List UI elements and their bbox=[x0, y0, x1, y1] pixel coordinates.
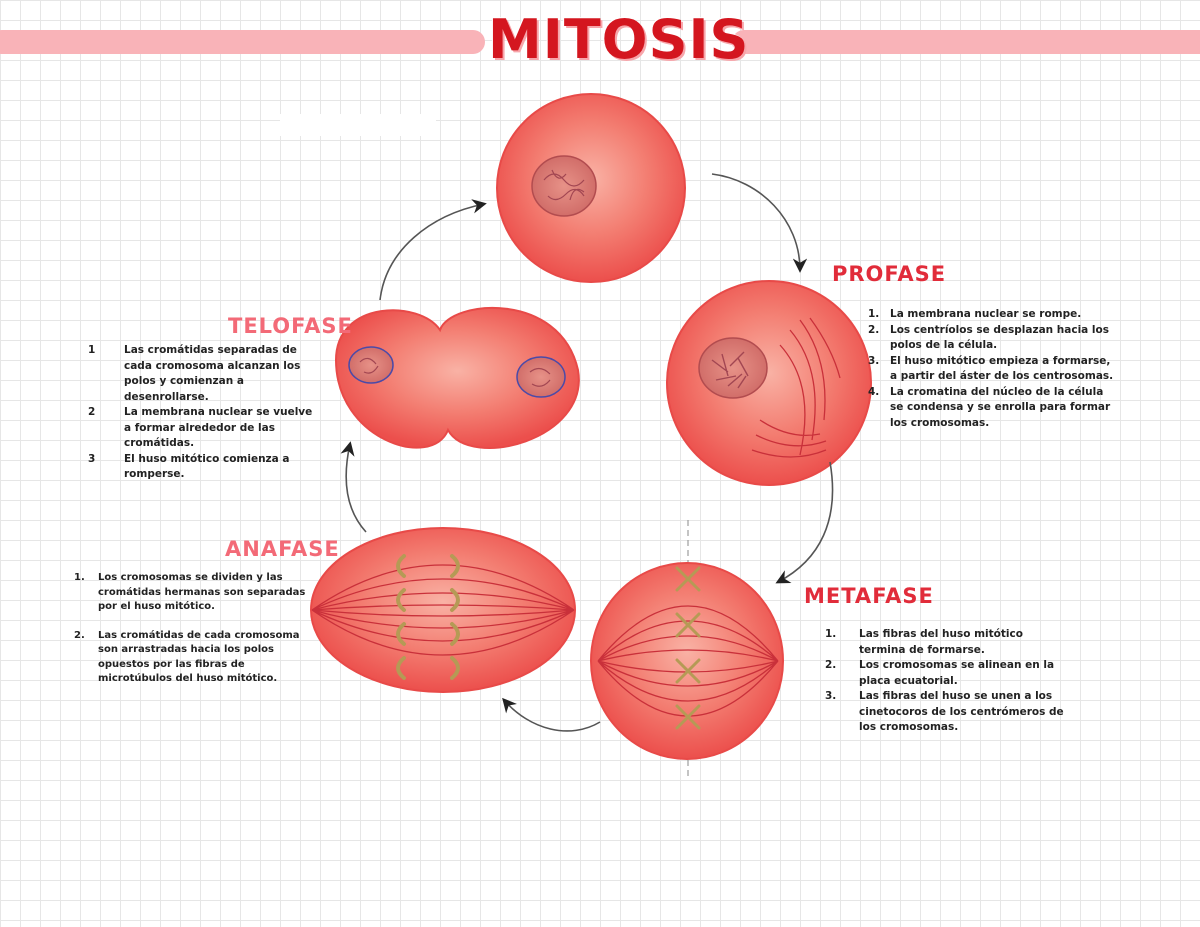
list-item: 4.La cromatina del núcleo de la célula s… bbox=[868, 385, 1111, 429]
label-telofase: TELOFASE bbox=[228, 314, 353, 338]
list-item: 3.El huso mitótico empieza a formarse, a… bbox=[868, 354, 1114, 383]
metafase-cell bbox=[590, 520, 784, 780]
label-metafase: METAFASE bbox=[804, 584, 934, 608]
list-item: 2.Los centríolos se desplazan hacia los … bbox=[868, 323, 1109, 352]
chromosomes bbox=[711, 351, 749, 389]
title-decoration-right bbox=[732, 30, 1200, 54]
page-title: MITOSIS bbox=[488, 8, 750, 71]
arrow-to-profase bbox=[711, 173, 808, 273]
blank-label-box bbox=[280, 114, 436, 136]
list-item: 2.Las cromátidas de cada cromosoma son a… bbox=[74, 629, 300, 685]
anafase-cell bbox=[310, 527, 576, 693]
nucleus bbox=[698, 337, 768, 399]
list-item: 3.Las fibras del huso se unen a los cine… bbox=[825, 690, 1064, 733]
arrow-to-telofase bbox=[340, 441, 367, 533]
metafase-notes: 1.Las fibras del huso mitótico termina d… bbox=[825, 627, 1065, 736]
daughter-nucleus-left bbox=[348, 346, 394, 384]
list-item: 1.Los cromosomas se dividen y las cromát… bbox=[74, 572, 306, 612]
title-decoration-left bbox=[0, 30, 485, 54]
list-item: 1.Las fibras del huso mitótico termina d… bbox=[825, 628, 1023, 656]
nucleus bbox=[531, 155, 597, 217]
telofase-cell bbox=[334, 307, 580, 449]
daughter-nucleus-right bbox=[516, 356, 566, 398]
arrow-to-interphase bbox=[379, 199, 487, 301]
interphase-cell bbox=[496, 93, 686, 283]
label-anafase: ANAFASE bbox=[225, 537, 340, 561]
chromatin bbox=[543, 169, 585, 201]
aligned-chromosomes bbox=[675, 566, 701, 730]
list-item: 1.La membrana nuclear se rompe. bbox=[868, 308, 1082, 320]
spindle-fibers bbox=[311, 564, 575, 656]
spindle-fibers bbox=[751, 317, 841, 458]
chromatin bbox=[359, 357, 551, 387]
arrow-to-anafase bbox=[502, 697, 601, 732]
label-profase: PROFASE bbox=[832, 262, 947, 286]
profase-notes: 1.La membrana nuclear se rompe. 2.Los ce… bbox=[868, 307, 1114, 431]
arrow-to-metafase bbox=[775, 461, 834, 584]
profase-cell bbox=[666, 280, 872, 486]
anafase-notes: 1.Los cromosomas se dividen y las cromát… bbox=[74, 571, 306, 687]
separating-chromatids bbox=[396, 554, 460, 680]
list-item: 2.Los cromosomas se alinean en la placa … bbox=[825, 659, 1055, 687]
